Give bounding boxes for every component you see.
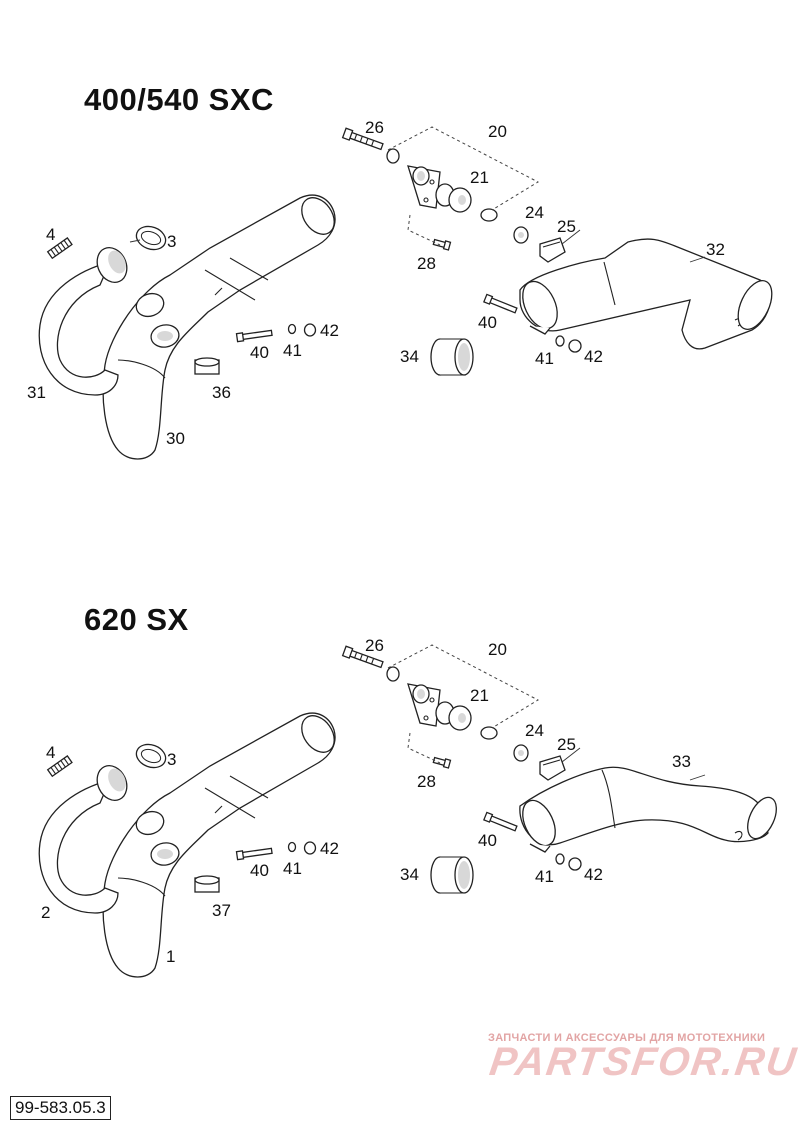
section2-parts: [38, 644, 777, 978]
part-label-26: 26: [365, 118, 384, 137]
part-label-40-left: 40: [250, 861, 269, 880]
section-title-620-sx: 620 SX: [84, 602, 189, 637]
part-label-41-right: 41: [535, 349, 554, 368]
part-label-34: 34: [400, 865, 419, 884]
part-label-42-left: 42: [320, 839, 339, 858]
leader-lines: [129, 229, 706, 781]
part-label-41-left: 41: [283, 859, 302, 878]
part-label-31: 31: [27, 383, 46, 402]
section-title-400-540-sxc: 400/540 SXC: [84, 82, 274, 117]
part-label-30: 30: [166, 429, 185, 448]
part-label-24: 24: [525, 721, 544, 740]
part-label-37: 37: [212, 901, 231, 920]
part-label-4: 4: [46, 743, 55, 762]
part-label-25: 25: [557, 735, 576, 754]
part-label-28: 28: [417, 772, 436, 791]
part-label-26: 26: [365, 636, 384, 655]
pipe-33: [519, 766, 777, 853]
diagram-reference-number: 99-583.05.3: [10, 1096, 111, 1120]
part-label-3: 3: [167, 750, 176, 769]
part-label-32: 32: [706, 240, 725, 259]
part-label-40-left: 40: [250, 343, 269, 362]
part-label-36: 36: [212, 383, 231, 402]
labels-section2: 26 20 21 24 25 33 4 3 28 40 41 42 34 40 …: [41, 636, 691, 966]
part-label-42-right: 42: [584, 865, 603, 884]
labels-section1: 26 20 21 24 25 32 4 3 28 40 41 42 34 40 …: [27, 118, 725, 448]
part-label-20: 20: [488, 122, 507, 141]
part-label-40-right: 40: [478, 831, 497, 850]
part-label-4: 4: [46, 225, 55, 244]
part-label-42-left: 42: [320, 321, 339, 340]
part-label-40-right: 40: [478, 313, 497, 332]
part-label-21: 21: [470, 168, 489, 187]
part-label-3: 3: [167, 232, 176, 251]
section1-parts: [38, 126, 773, 460]
watermark-brand: PARTSFOR.RU: [486, 1040, 800, 1084]
part-label-21: 21: [470, 686, 489, 705]
part-label-1: 1: [166, 947, 175, 966]
part-label-28: 28: [417, 254, 436, 273]
silencer-32: [519, 238, 773, 350]
part-label-33: 33: [672, 752, 691, 771]
part-label-2: 2: [41, 903, 50, 922]
watermark-subtitle: ЗАПЧАСТИ И АКСЕССУАРЫ ДЛЯ МОТОТЕХНИКИ: [488, 1032, 766, 1044]
part-label-41-right: 41: [535, 867, 554, 886]
part-label-41-left: 41: [283, 341, 302, 360]
part-label-20: 20: [488, 640, 507, 659]
part-label-34: 34: [400, 347, 419, 366]
part-label-25: 25: [557, 217, 576, 236]
part-label-42-right: 42: [584, 347, 603, 366]
part-label-24: 24: [525, 203, 544, 222]
